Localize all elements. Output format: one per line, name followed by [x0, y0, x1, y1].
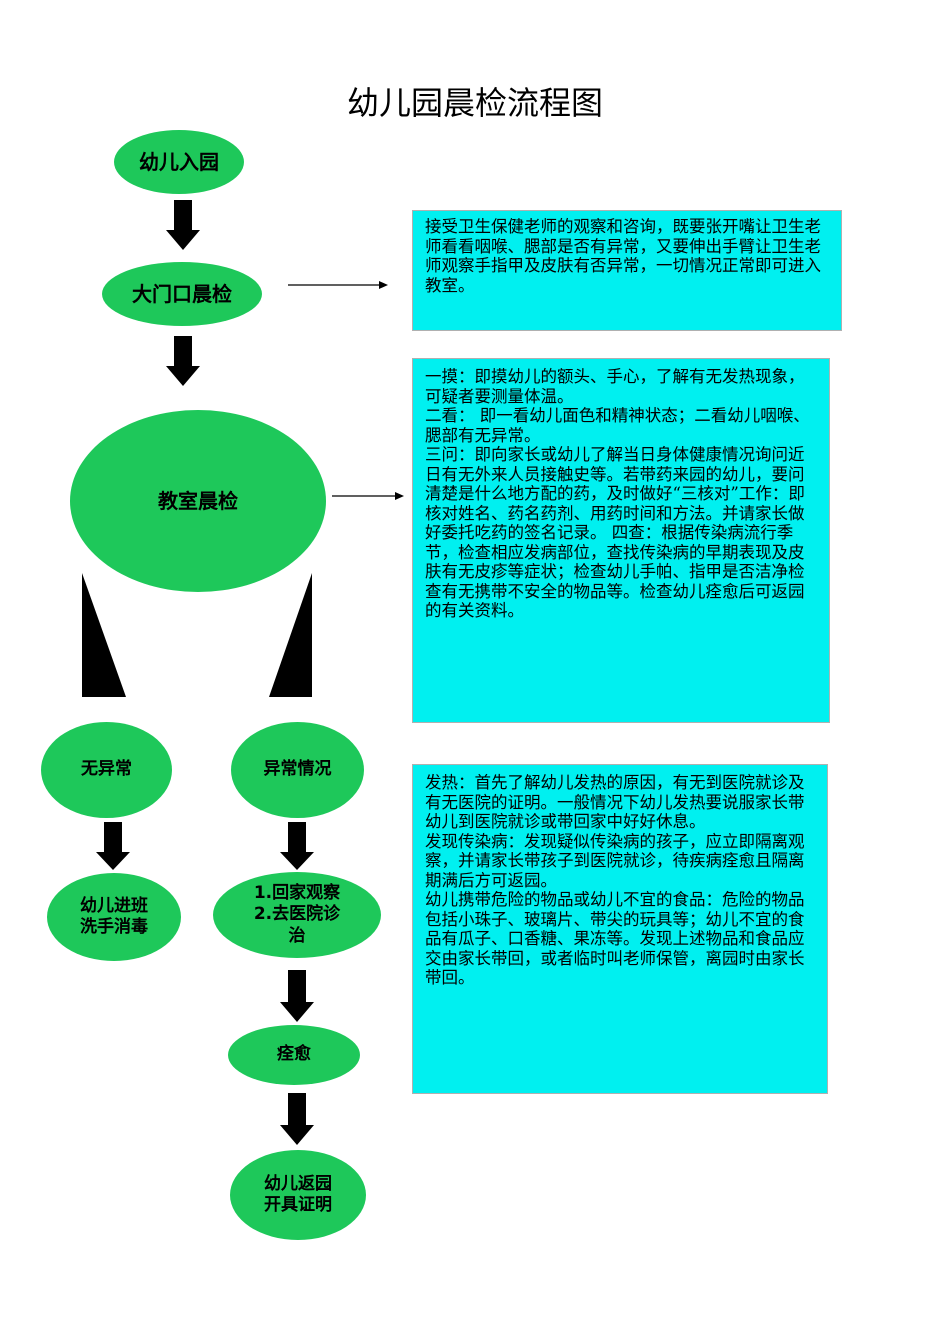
- node-normal: 无异常: [41, 722, 172, 818]
- split-wedge-right: [269, 573, 312, 697]
- note-abnormal: 发热：首先了解幼儿发热的原因，有无到医院就诊及有无医院的证明。一般情况下幼儿发热…: [412, 764, 828, 1094]
- down-arrow-treatment-to-recovered: [280, 970, 314, 1022]
- down-arrow-normal-to-enter-class: [96, 822, 130, 870]
- split-wedge-left: [82, 573, 126, 697]
- node-enter: 幼儿入园: [114, 130, 244, 194]
- down-arrow-abnormal-to-treatment: [280, 822, 314, 870]
- connector-class-arrowhead: [395, 492, 404, 500]
- node-abnormal: 异常情况: [231, 722, 364, 818]
- node-class-check: 教室晨检: [70, 410, 326, 592]
- node-return: 幼儿返园 开具证明: [230, 1150, 366, 1240]
- connector-gate-arrowhead: [379, 281, 388, 289]
- page-title: 幼儿园晨检流程图: [346, 84, 603, 122]
- down-arrow-recovered-to-return: [280, 1093, 314, 1145]
- down-arrow-gate-to-class: [166, 336, 200, 386]
- node-recovered: 痊愈: [228, 1025, 360, 1085]
- note-classroom: 一摸：即摸幼儿的额头、手心，了解有无发热现象，可疑者要测量体温。 二看： 即一看…: [412, 358, 830, 723]
- down-arrow-enter-to-gate: [166, 200, 200, 250]
- node-treatment: 1.回家观察 2.去医院诊 治: [213, 872, 381, 958]
- node-gate-check: 大门口晨检: [102, 262, 262, 326]
- node-enter-class: 幼儿进班 洗手消毒: [47, 873, 181, 961]
- note-gate: 接受卫生保健老师的观察和咨询，既要张开嘴让卫生老师看看咽喉、腮部是否有异常，又要…: [412, 210, 842, 331]
